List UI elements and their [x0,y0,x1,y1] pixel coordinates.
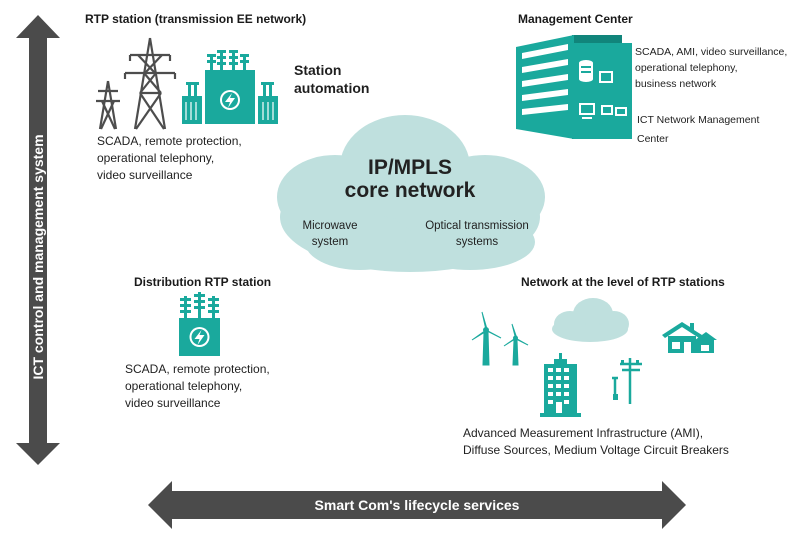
management-center-title: Management Center [518,12,633,26]
management-center-services: SCADA, AMI, video surveillance, operatio… [635,44,787,92]
management-service-line: business network [635,78,717,90]
core-network-title-line: IP/MPLS [367,156,452,179]
microwave-system-label: Microwave system [290,218,370,250]
core-network-cloud [277,115,545,272]
transformer-icon [179,292,220,356]
utility-pole-icon [612,358,642,404]
pylon-icon [96,37,177,130]
horizontal-arrow-label: Smart Com's lifecycle services [314,497,520,513]
house-icon [662,322,717,353]
management-service-line: operational telephony, [635,62,738,74]
rtp-station-title: RTP station (transmission EE network) [85,12,307,26]
optical-line: systems [455,236,499,248]
rtp-station-line: SCADA, remote protection, [97,134,242,148]
office-building-icon [540,353,581,417]
microwave-line: system [311,236,349,248]
rtp-station-line: video surveillance [97,168,193,182]
ict-network-management-center: ICT Network Management Center [637,111,759,149]
substation-icon [182,50,278,124]
station-automation-line: automation [294,80,370,96]
distribution-line: SCADA, remote protection, [125,362,270,376]
ict-line: ICT Network Management [637,114,760,126]
station-automation-line: Station [294,62,342,78]
rtp-station-line: operational telephony, [97,151,215,165]
microwave-line: Microwave [302,220,358,232]
wind-turbine-icon [471,311,529,366]
distribution-line: video surveillance [125,396,221,410]
rtp-network-description: Advanced Measurement Infrastructure (AMI… [463,425,729,459]
distribution-title: Distribution RTP station [134,275,272,289]
optical-line: Optical transmission [425,220,529,232]
core-network-title-line: core network [344,179,476,202]
distribution-line: operational telephony, [125,379,243,393]
management-service-line: SCADA, AMI, video surveillance, [635,46,788,58]
rtp-network-line: Diffuse Sources, Medium Voltage Circuit … [463,443,729,457]
distribution-description: SCADA, remote protection, operational te… [125,361,270,412]
cloud-icon [552,298,629,342]
server-building-icon [516,35,632,139]
station-automation-label: Station automation [294,61,369,97]
rtp-network-title: Network at the level of RTP stations [521,275,725,289]
optical-transmission-label: Optical transmission systems [410,218,544,250]
rtp-station-description: SCADA, remote protection, operational te… [97,133,242,184]
core-network-title: IP/MPLS core network [330,156,490,202]
rtp-network-line: Advanced Measurement Infrastructure (AMI… [463,426,704,440]
ict-line: Center [637,133,669,145]
